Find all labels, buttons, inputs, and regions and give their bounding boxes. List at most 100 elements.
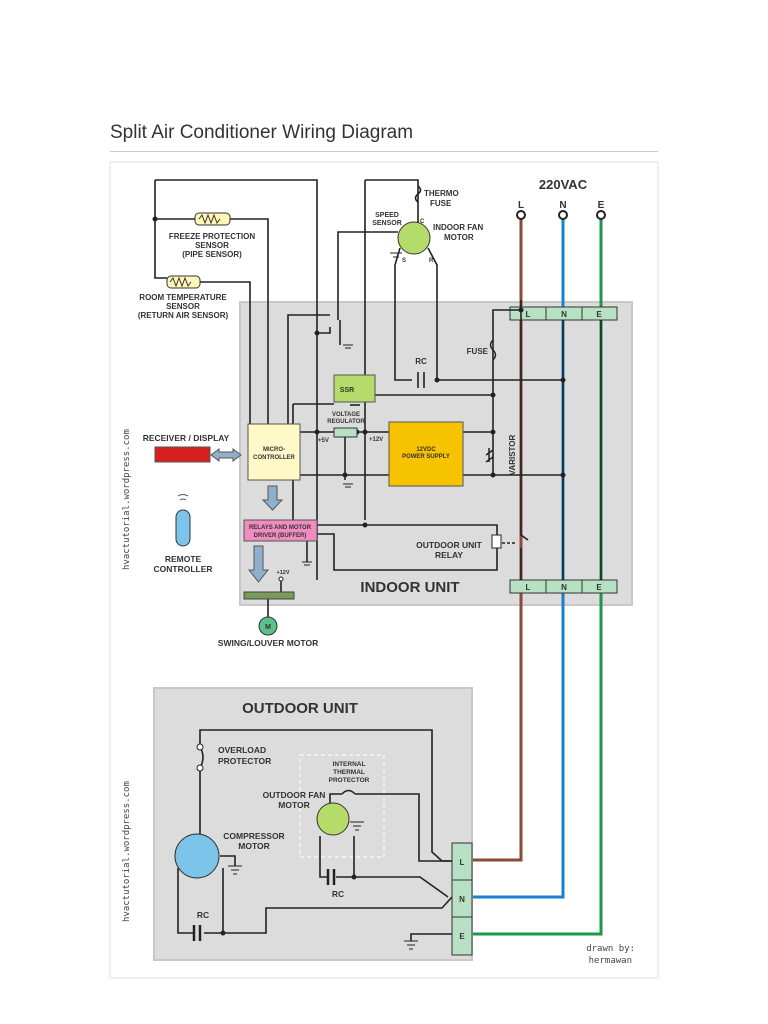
pin-s: S	[402, 258, 406, 264]
pin-r: R	[429, 258, 434, 264]
room-sensor-label-2: SENSOR	[166, 302, 200, 311]
motor-letter: M	[265, 624, 271, 631]
thermal-protector-box	[299, 754, 385, 858]
varistor-label: VARISTOR	[508, 434, 517, 475]
terminal-N-icon	[558, 210, 568, 220]
plus12-label: +12V	[369, 437, 383, 443]
compressor-label-2: MOTOR	[238, 841, 269, 851]
thermo-fuse-label: THERMO	[424, 189, 459, 198]
svg-text:N: N	[561, 583, 567, 592]
supply-L-label: L	[518, 200, 524, 211]
indoor-fan-motor-icon	[397, 221, 431, 255]
voltage-regulator-label-2: REGULATOR	[327, 419, 365, 425]
svg-text:E: E	[596, 583, 602, 592]
overload-contact-icon	[196, 764, 204, 772]
outdoor-terminal-block: L N E	[451, 842, 473, 956]
supply-E-label: E	[598, 200, 605, 211]
outdoor-relay-label-2: RELAY	[435, 550, 463, 560]
outdoor-fan-motor-label: OUTDOOR FAN	[263, 790, 326, 800]
freeze-sensor-label-3: (PIPE SENSOR)	[182, 250, 242, 259]
indoor-fan-motor-label-2: MOTOR	[444, 233, 474, 242]
bidirectional-arrow-icon	[210, 448, 242, 462]
watermark-lower: hvactutorial.wordpress.com	[122, 781, 132, 922]
down-arrow-icon	[261, 485, 284, 511]
credit-author: hermawan	[589, 956, 632, 966]
swing-motor-icon	[258, 616, 278, 636]
plus12-swing-label: +12V	[277, 570, 290, 576]
ssr-icon	[333, 374, 376, 403]
overload-contact-icon	[196, 743, 204, 751]
title-divider	[110, 151, 658, 152]
outdoor-fan-motor-icon	[316, 802, 350, 836]
down-arrow-icon	[247, 545, 270, 583]
credit-label: drawn by:	[586, 944, 635, 954]
terminal-L-icon	[516, 210, 526, 220]
resistor-icon	[198, 213, 221, 225]
voltage-regulator-icon	[333, 427, 358, 438]
indoor-terminal-block-top: L N E	[509, 306, 618, 321]
fuse-label: FUSE	[467, 347, 489, 356]
fuse-icon	[489, 339, 497, 361]
microcontroller-label-2: CONTROLLER	[253, 455, 295, 461]
svg-text:L: L	[526, 583, 531, 592]
power-supply-icon	[388, 421, 464, 487]
svg-text:L: L	[526, 310, 531, 319]
outdoor-wiring	[177, 729, 453, 941]
overload-label-2: PROTECTOR	[218, 756, 271, 766]
watermark-upper: hvactutorial.wordpress.com	[122, 429, 132, 570]
compressor-label: COMPRESSOR	[223, 831, 284, 841]
svg-text:E: E	[459, 932, 465, 941]
ground-icon	[302, 252, 402, 566]
terminal-E-icon	[596, 210, 606, 220]
outdoor-unit-title: OUTDOOR UNIT	[242, 700, 358, 717]
indoor-unit-title: INDOOR UNIT	[360, 579, 459, 596]
swing-motor-label: SWING/LOUVER MOTOR	[218, 638, 318, 648]
thermal-label: INTERNAL	[333, 761, 366, 768]
indoor-terminal-block-bottom: L N E	[509, 579, 618, 594]
freeze-sensor-label-2: SENSOR	[195, 241, 229, 250]
thermo-fuse-label-2: FUSE	[430, 199, 452, 208]
overload-label: OVERLOAD	[218, 745, 266, 755]
pin-c: C	[420, 219, 425, 225]
svg-text:L: L	[460, 858, 465, 867]
relays-driver-icon	[243, 519, 318, 542]
voltage-regulator-label: VOLTAGE	[332, 412, 360, 418]
speed-sensor-label: SPEED	[375, 212, 399, 219]
outdoor-fan-rc-label: RC	[332, 889, 344, 899]
supply-label: 220VAC	[539, 177, 588, 192]
speed-sensor-label-2: SENSOR	[372, 220, 402, 227]
room-sensor-label: ROOM TEMPERATURE	[139, 293, 227, 302]
supply-N-label: N	[559, 200, 566, 211]
remote-controller-icon	[175, 509, 191, 547]
microcontroller-label: MICRO-	[263, 447, 285, 453]
thermal-label-2: THERMAL	[333, 769, 365, 776]
outdoor-relay-label: OUTDOOR UNIT	[416, 540, 482, 550]
compressor-motor-icon	[174, 833, 220, 879]
svg-text:N: N	[459, 895, 465, 904]
power-supply-label: 12VDC	[416, 447, 436, 453]
ssr-label: SSR	[340, 387, 354, 394]
thermal-label-3: PROTECTOR	[329, 777, 370, 784]
plus5-label: +5V	[318, 438, 329, 444]
svg-text:N: N	[561, 310, 567, 319]
page-title: Split Air Conditioner Wiring Diagram	[110, 122, 414, 143]
room-sensor-label-3: (RETURN AIR SENSOR)	[138, 311, 229, 320]
outdoor-fan-motor-label-2: MOTOR	[278, 800, 309, 810]
signal-icon	[177, 494, 189, 501]
receiver-display-icon	[154, 446, 211, 463]
plus12-terminal-icon	[278, 576, 284, 582]
compressor-rc-label: RC	[197, 910, 209, 920]
outdoor-junction-dots	[220, 874, 357, 936]
relays-driver-label: RELAYS AND MOTOR	[249, 525, 312, 531]
indoor-rc-label: RC	[415, 357, 427, 366]
thermo-fuse-icon	[414, 185, 422, 203]
resistor-icon	[169, 276, 192, 288]
swing-driver-bar	[243, 591, 295, 600]
microcontroller-icon	[247, 423, 301, 481]
thermal-protector-icon	[341, 789, 356, 795]
indoor-fan-motor-label: INDOOR FAN	[433, 223, 483, 232]
remote-controller-label-2: CONTROLLER	[153, 564, 212, 574]
receiver-display-label: RECEIVER / DISPLAY	[143, 433, 230, 443]
relays-driver-label-2: DRIVER (BUFFER)	[254, 533, 307, 539]
